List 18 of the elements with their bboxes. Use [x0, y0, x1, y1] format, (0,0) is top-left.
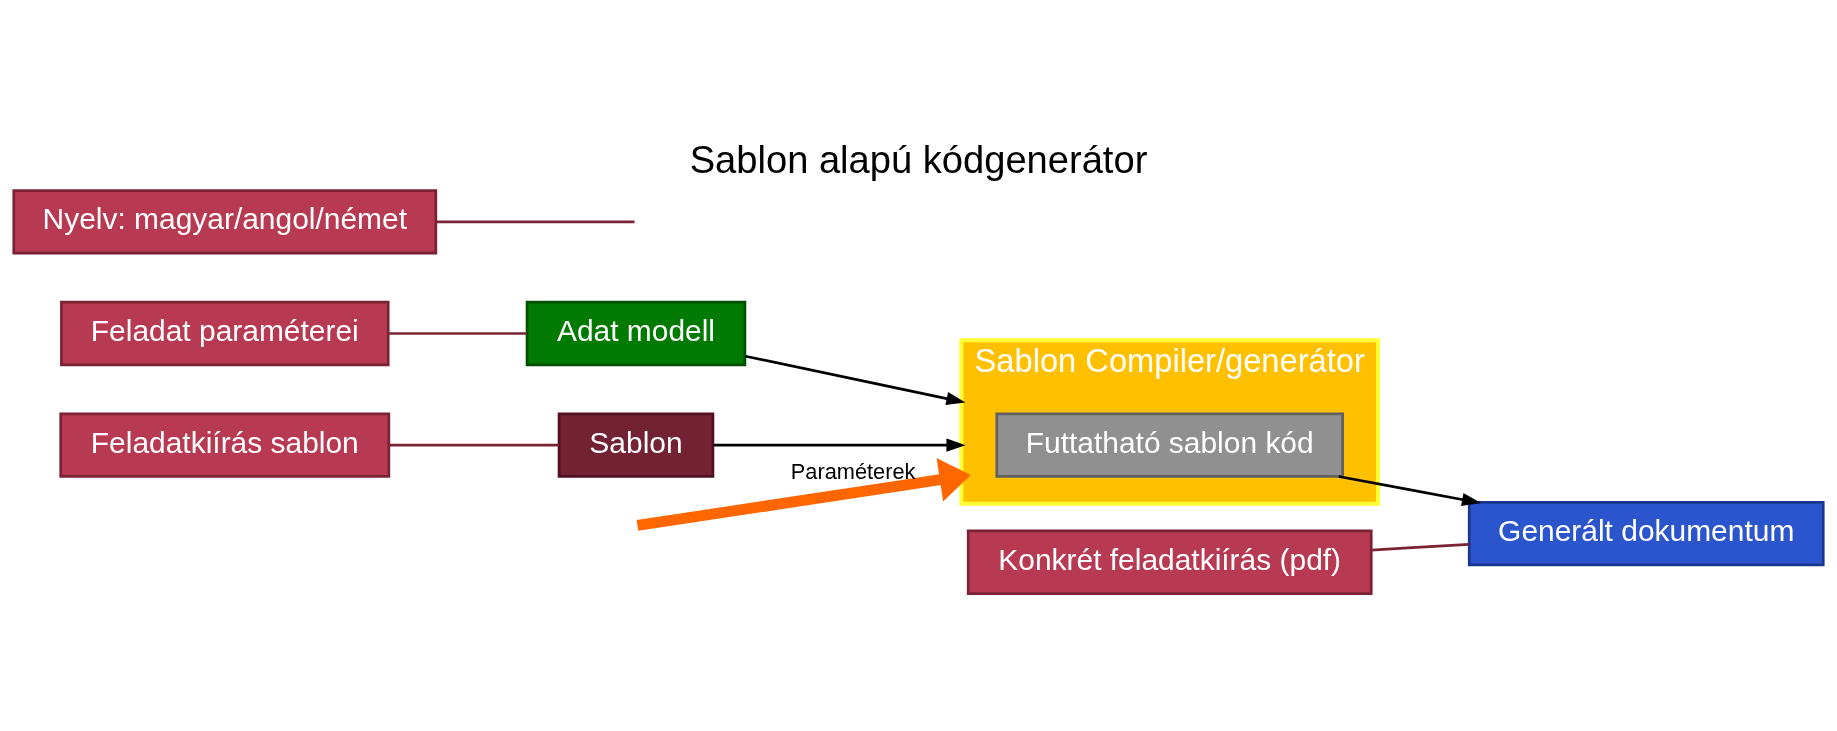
connector [389, 443, 560, 447]
connector [388, 332, 527, 335]
node-box: Futtatható sablon kód [995, 412, 1344, 478]
diagram-title: Sablon alapú kódgenerátor [689, 138, 1148, 182]
node-box: Konkrét feladatkiírás (pdf) [966, 529, 1373, 595]
arrow [713, 438, 966, 452]
edge-label: Paraméterek [790, 458, 916, 484]
node-box: Feladat paraméterei [60, 300, 390, 367]
arrow [1338, 475, 1482, 507]
node-box: Nyelv: magyar/angol/német [12, 189, 438, 255]
connector [1371, 542, 1470, 552]
connector [436, 220, 635, 224]
arrow [636, 458, 971, 531]
node-box: Sablon [557, 412, 715, 478]
arrow [745, 354, 966, 406]
node-box: Generált dokumentum [1467, 500, 1825, 567]
node-box: Feladatkiírás sablon [59, 412, 391, 478]
node-box: Adat modell [525, 300, 747, 367]
